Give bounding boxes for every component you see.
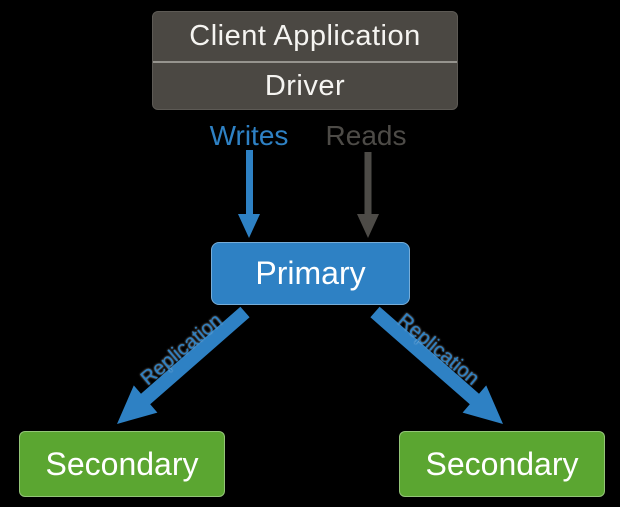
secondary-box-right: Secondary <box>399 431 605 497</box>
secondary-box-left: Secondary <box>19 431 225 497</box>
client-driver-divider <box>153 61 457 63</box>
replication-label-left: Replication <box>136 309 227 390</box>
secondary-label-left: Secondary <box>45 445 199 482</box>
driver-label: Driver <box>264 69 346 102</box>
replication-arrow-left-icon <box>117 306 250 424</box>
client-application-box: Client Application Driver <box>152 11 458 110</box>
client-application-label: Client Application <box>189 20 421 52</box>
reads-arrow-icon <box>357 152 379 238</box>
writes-arrow-icon <box>238 150 260 238</box>
primary-box: Primary <box>211 242 410 305</box>
replication-label-right: Replication <box>393 309 484 390</box>
reads-label: Reads <box>325 120 407 151</box>
writes-label: Writes <box>209 120 289 151</box>
replication-arrow-right-icon <box>370 306 503 424</box>
secondary-label-right: Secondary <box>425 445 579 482</box>
primary-label: Primary <box>255 255 366 291</box>
